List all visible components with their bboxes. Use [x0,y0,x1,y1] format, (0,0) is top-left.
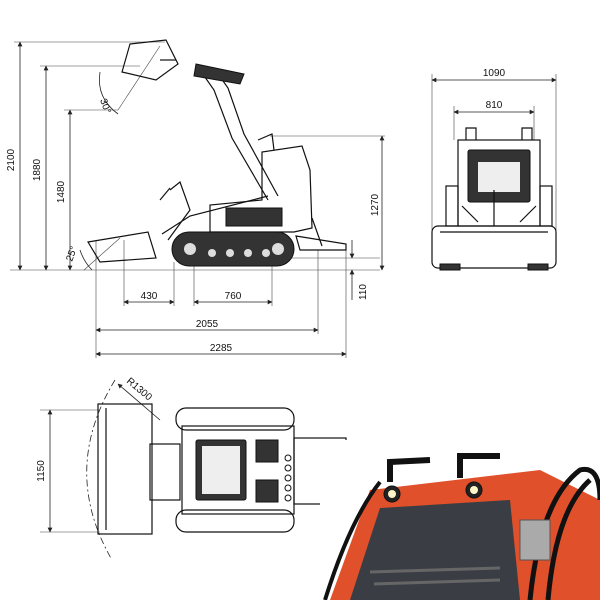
dim-760-label: 760 [225,291,242,302]
top-machine [97,403,347,535]
turning-radius-arc [86,379,116,561]
dim-front-overhang: 430 [123,240,175,306]
top-coupler [149,443,181,501]
photo-hose-3 [323,480,382,600]
photo-hose-2 [545,478,592,600]
dim-track-length: 760 [193,262,273,306]
side-platform [295,235,347,251]
dim-overall-width: 1090 [431,68,557,230]
dim-1880-label: 1880 [32,158,43,181]
dim-430-label: 430 [141,291,158,302]
dim-110-label: 110 [358,284,369,300]
photo-dark-panel [350,500,520,600]
photo-handle-right [457,453,500,478]
dim-ground-clearance: 110 [349,240,369,300]
dump-angle-indicator: 30° [97,45,161,115]
side-lowered-bucket [87,231,157,263]
dim-overall-height: 2100 [6,41,165,271]
dim-dump-height: 1480 [56,109,118,271]
dim-2100-label: 2100 [6,148,17,171]
dim-pin-height: 1880 [32,65,140,271]
dim-810-label: 810 [486,100,503,111]
rear-body [457,139,541,227]
side-body [209,145,313,233]
dim-1480-label: 1480 [56,180,67,203]
top-track-left [175,407,295,431]
rear-machine [431,127,557,271]
side-view: 2100 1880 1480 1270 110 4 [6,39,385,358]
dim-2055-label: 2055 [196,319,219,330]
dim-length-no-bucket: 2055 [95,240,319,358]
photo-bracket [519,519,551,561]
side-raised-arm-link [193,63,245,85]
dim-1150-label: 1150 [36,460,47,482]
photo-inset [320,440,600,600]
top-track-right [175,509,295,533]
photo-handle-left [387,457,431,482]
rear-view: 1090 810 [431,68,557,271]
rollback-angle-label: 25° [64,245,80,263]
top-control-left [255,439,279,463]
top-view: 1150 R1300 [36,376,347,561]
side-raised-bucket [121,39,179,81]
dim-bucket-width: 1150 [36,409,100,533]
dim-1270-label: 1270 [370,193,381,216]
dim-1090-label: 1090 [483,68,506,79]
dim-machine-height: 1270 [270,135,385,271]
side-machine [87,39,347,267]
side-lowered-arm [161,195,269,235]
turning-radius-label: R1300 [124,376,154,404]
side-engine-block [225,207,283,227]
top-control-right [255,479,279,503]
dim-overall-length: 2285 [95,248,347,358]
rollback-angle-indicator: 25° [64,237,121,271]
dump-angle-label: 30° [97,97,113,115]
photo-vents [369,566,501,586]
top-bucket [97,403,153,535]
side-raised-arm [199,69,269,201]
dim-2285-label: 2285 [210,343,233,354]
dim-track-width: 810 [453,100,535,140]
